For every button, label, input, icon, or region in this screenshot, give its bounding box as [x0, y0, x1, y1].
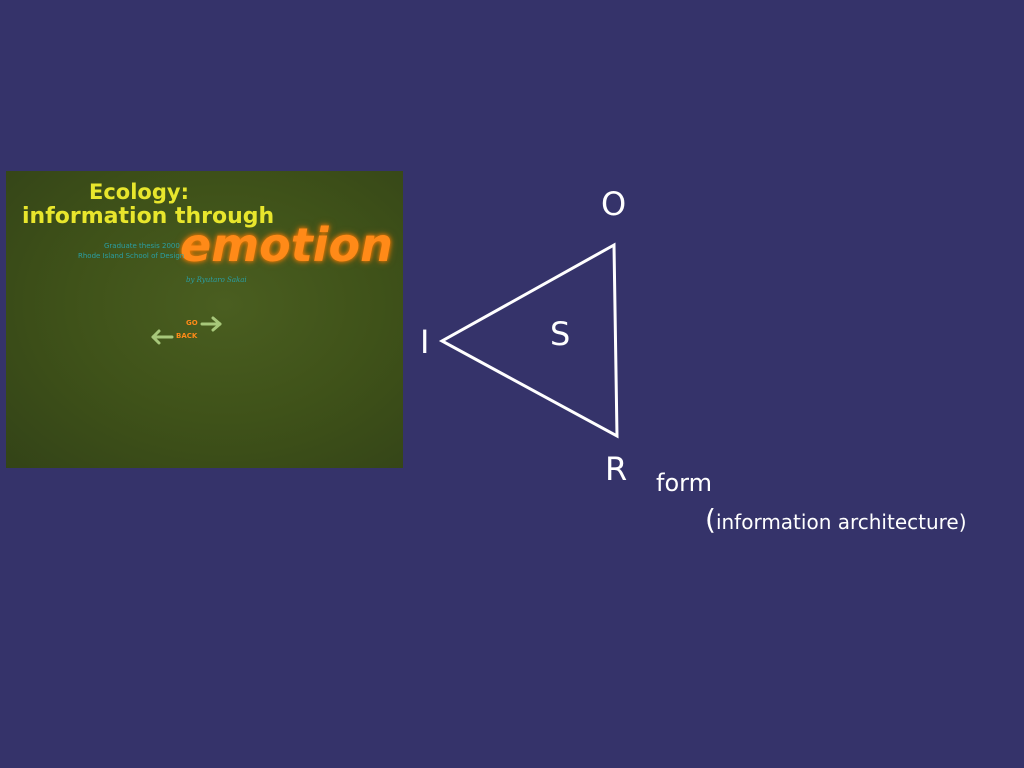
ia-text: information architecture) [715, 510, 967, 534]
screenshot-title-emphasis: emotion [180, 218, 393, 272]
screenshot-go-label: GO [186, 319, 198, 327]
screenshot-title-line1: Ecology: [89, 180, 189, 204]
triangle-shape [438, 242, 619, 439]
screenshot-nav-arrows [151, 316, 222, 345]
center-s-label: S [550, 315, 571, 353]
vertex-o-label: O [601, 185, 627, 223]
information-architecture-label: (information architecture) [705, 505, 967, 537]
paren-open: ( [705, 503, 716, 536]
vertex-r-label: R [605, 450, 628, 488]
screenshot-title-line2: information through [22, 204, 275, 229]
go-arrow-icon [200, 316, 222, 332]
screenshot-subtitle-line1: Graduate thesis 2000 [104, 242, 180, 250]
screenshot-subtitle-line2: Rhode Island School of Design [78, 252, 185, 260]
back-arrow-icon [151, 329, 174, 345]
form-label: form [656, 469, 712, 497]
screenshot-back-label: BACK [176, 332, 198, 340]
screenshot-byline: by Ryutaro Sakai [186, 276, 247, 284]
embedded-screenshot: Ecology: information through emotion Gra… [6, 171, 403, 468]
vertex-i-label: I [420, 323, 430, 361]
